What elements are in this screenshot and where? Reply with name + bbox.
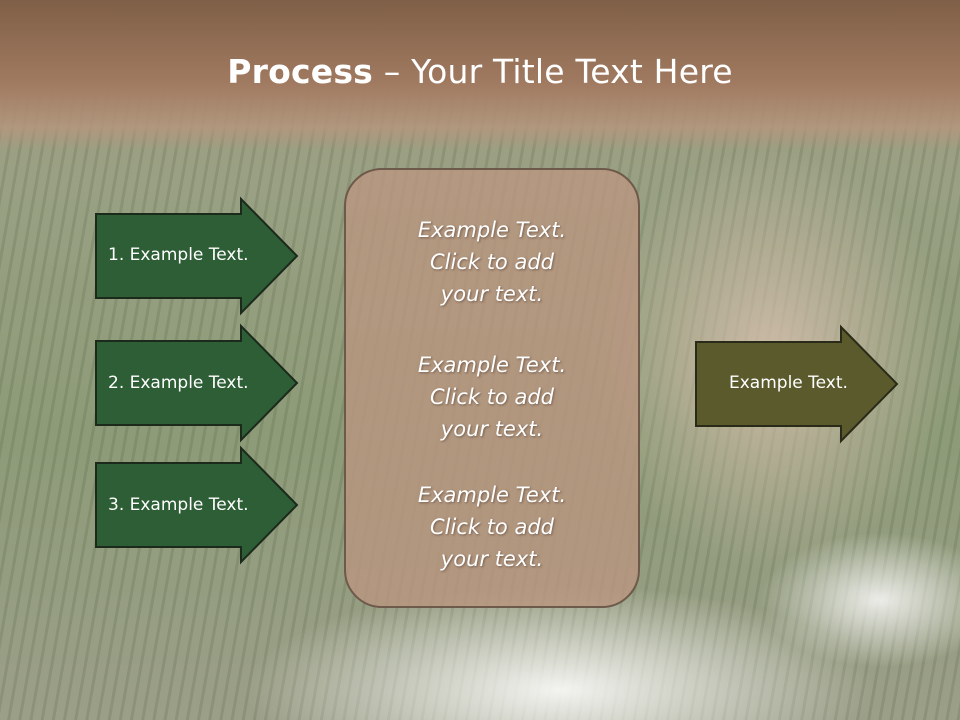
right-arrow-label: Example Text.: [729, 373, 848, 393]
title-band: [0, 0, 960, 150]
text-block-2-line2: Click to add: [429, 385, 554, 409]
title-bold: Process: [227, 52, 374, 91]
text-block-2-line3: your text.: [440, 417, 544, 441]
left-arrow-1-label: 1. Example Text.: [108, 245, 249, 265]
text-block-3-line3: your text.: [440, 547, 544, 571]
text-block-3-line2: Click to add: [429, 515, 554, 539]
title-rest: – Your Title Text Here: [373, 52, 733, 91]
text-block-2[interactable]: Example Text. Click to add your text.: [346, 349, 638, 445]
left-arrow-2-label: 2. Example Text.: [108, 373, 249, 393]
right-arrow[interactable]: [695, 324, 899, 444]
text-block-1-line2: Click to add: [429, 250, 554, 274]
text-block-1-line3: your text.: [440, 282, 544, 306]
left-arrow-3-label: 3. Example Text.: [108, 495, 249, 515]
left-arrow-2[interactable]: [95, 323, 299, 443]
left-arrow-1[interactable]: [95, 196, 299, 316]
text-block-2-line1: Example Text.: [417, 353, 567, 377]
slide-title[interactable]: Process – Your Title Text Here: [0, 52, 960, 91]
text-block-1-line1: Example Text.: [417, 218, 567, 242]
left-arrow-3[interactable]: [95, 445, 299, 565]
text-block-1[interactable]: Example Text. Click to add your text.: [346, 214, 638, 310]
center-text-box[interactable]: Example Text. Click to add your text. Ex…: [344, 168, 640, 608]
text-block-3[interactable]: Example Text. Click to add your text.: [346, 479, 638, 575]
text-block-3-line1: Example Text.: [417, 483, 567, 507]
